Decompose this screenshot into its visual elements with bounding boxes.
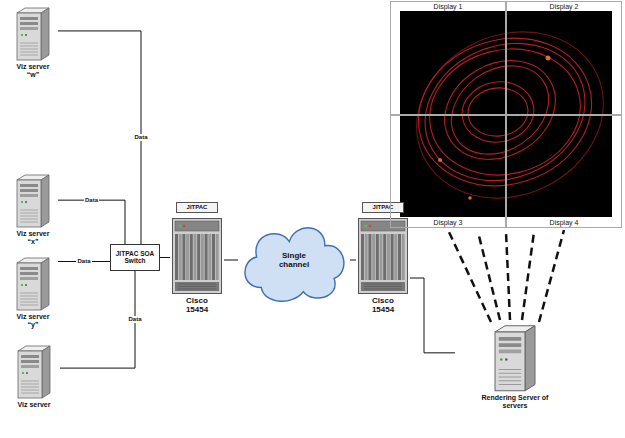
chassis-icon (170, 218, 224, 294)
connector (350, 260, 356, 261)
viz-server: Viz server “x” (8, 172, 58, 246)
viz-server: Viz server “y” (8, 255, 58, 329)
jitpac-tag: JITPAC (362, 202, 404, 213)
display-label: Display 2 (507, 2, 621, 11)
edge-label: Data (84, 197, 99, 204)
device-label: Cisco 15454 (177, 296, 217, 314)
tag-label: JITPAC (179, 204, 215, 211)
server-label: Viz server (11, 401, 57, 409)
server-icon (8, 255, 58, 311)
rendering-server: Rendering Server of servers (455, 322, 575, 410)
display-label: Display 4 (507, 218, 621, 227)
server-icon (8, 5, 58, 61)
edge-label: Data (76, 258, 91, 265)
server-icon (455, 322, 575, 392)
switch-box: JITPAC SOA Switch (110, 244, 160, 271)
cloud-label: Single channel (271, 251, 317, 269)
optical-switch: Cisco 15454 (170, 218, 224, 314)
server-label: Viz server “y” (13, 313, 53, 329)
display-panel: Display 1 (390, 1, 506, 115)
connector (448, 230, 491, 322)
viz-server: Viz server (8, 343, 60, 409)
tag-label: JITPAC (365, 204, 401, 211)
chassis-icon (356, 218, 410, 294)
display-panel: Display 4 (506, 115, 622, 228)
jitpac-tag: JITPAC (176, 202, 218, 213)
display-panel: Display 3 (390, 115, 506, 228)
edge-label: Data (127, 316, 142, 323)
connector (224, 260, 238, 261)
edge-label: Data (133, 134, 148, 141)
connector (58, 31, 141, 244)
viz-server: Viz server “w” (8, 5, 58, 79)
optical-switch: Cisco 15454 (356, 218, 410, 314)
server-label: Rendering Server of servers (478, 394, 552, 410)
display-label: Display 1 (391, 2, 505, 11)
connector (60, 271, 135, 368)
switch-label: JITPAC SOA Switch (113, 250, 157, 265)
display-panel: Display 2 (506, 1, 622, 115)
server-label: Viz server “w” (13, 63, 53, 79)
display-label: Display 3 (391, 218, 505, 227)
connector (410, 278, 455, 353)
connector (58, 200, 125, 244)
connector (160, 257, 170, 258)
server-icon (8, 172, 58, 228)
network-cloud: Single channel (238, 214, 350, 306)
connector (539, 230, 564, 322)
server-icon (8, 343, 60, 399)
server-label: Viz server “x” (13, 230, 53, 246)
device-label: Cisco 15454 (363, 296, 403, 314)
